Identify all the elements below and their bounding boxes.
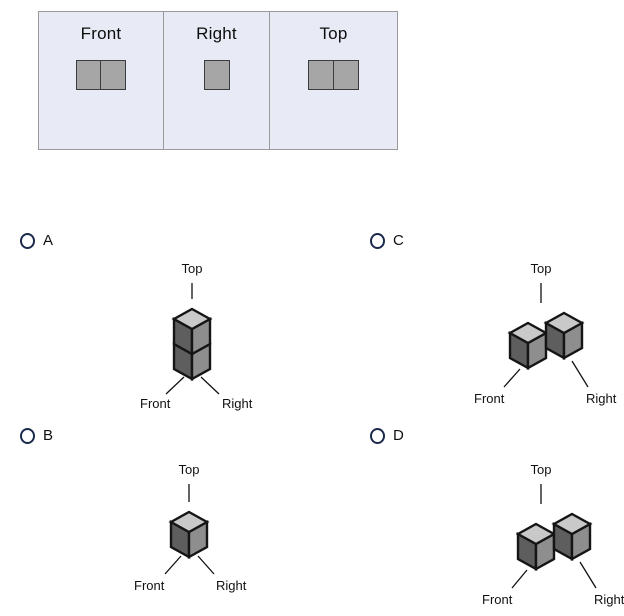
- radio-button-d[interactable]: [370, 427, 385, 444]
- view-cell-front: Front: [39, 12, 163, 149]
- answer-option-a[interactable]: A Top Front: [14, 229, 314, 414]
- leader-line-right: [197, 555, 215, 575]
- option-c-figure: Top Front Right: [364, 251, 624, 414]
- cube-top-face: [551, 512, 593, 536]
- option-d-letter: D: [393, 427, 404, 444]
- option-b-header[interactable]: B: [20, 427, 53, 444]
- label-front: Front: [134, 578, 165, 593]
- view-title-top: Top: [319, 24, 348, 43]
- option-b-letter: B: [43, 427, 54, 444]
- answer-option-d[interactable]: D Top Front Right: [364, 424, 624, 609]
- cube-row-depth: [515, 512, 593, 572]
- cube-top-face: [515, 522, 557, 546]
- label-top: Top: [182, 261, 203, 276]
- radio-button-c[interactable]: [370, 232, 385, 249]
- cube-stack: [171, 307, 213, 382]
- label-right: Right: [594, 592, 624, 607]
- option-a-figure: Top Front Right: [14, 251, 314, 414]
- cube-top-face: [168, 510, 210, 534]
- view-square: [100, 60, 127, 90]
- leader-line-right: [200, 376, 220, 395]
- label-top: Top: [531, 462, 552, 477]
- answer-option-c[interactable]: C Top Front Right: [364, 229, 624, 414]
- label-front: Front: [140, 396, 171, 411]
- option-d-header[interactable]: D: [370, 427, 404, 444]
- option-c-header[interactable]: C: [370, 232, 404, 249]
- cube-top-face: [507, 321, 549, 345]
- view-squares-right: [164, 60, 269, 90]
- option-d-figure: Top Front Right: [364, 446, 624, 609]
- cube-single: [168, 510, 210, 560]
- view-cell-right: Right: [163, 12, 269, 149]
- option-a-letter: A: [43, 232, 54, 249]
- leader-line-front: [165, 376, 185, 395]
- view-square: [308, 60, 335, 90]
- orthographic-views-panel: Front Right Top: [38, 11, 398, 150]
- leader-line-front: [511, 569, 528, 589]
- label-top: Top: [179, 462, 200, 477]
- leader-line-right: [579, 561, 597, 589]
- label-front: Front: [482, 592, 513, 607]
- view-square: [332, 60, 359, 90]
- cube-row-right: [507, 311, 585, 371]
- option-c-letter: C: [393, 232, 404, 249]
- label-right: Right: [216, 578, 247, 593]
- leader-line-front: [503, 368, 521, 388]
- option-b-figure: Top Front Right: [14, 446, 314, 609]
- view-title-front: Front: [80, 24, 122, 43]
- cube-top-face: [171, 307, 213, 331]
- view-cell-top: Top: [269, 12, 397, 149]
- view-square: [203, 60, 230, 90]
- label-right: Right: [222, 396, 253, 411]
- label-top: Top: [531, 261, 552, 276]
- view-squares-top: [270, 60, 397, 90]
- option-a-header[interactable]: A: [20, 232, 53, 249]
- answer-option-b[interactable]: B Top Front Right: [14, 424, 314, 609]
- leader-line-front: [164, 555, 182, 575]
- label-front: Front: [474, 391, 505, 406]
- label-right: Right: [586, 391, 617, 406]
- radio-button-b[interactable]: [20, 427, 35, 444]
- radio-button-a[interactable]: [20, 232, 35, 249]
- cube-top-face: [543, 311, 585, 335]
- view-squares-front: [39, 60, 163, 90]
- view-square: [75, 60, 102, 90]
- leader-line-right: [571, 360, 589, 388]
- view-title-right: Right: [196, 24, 237, 43]
